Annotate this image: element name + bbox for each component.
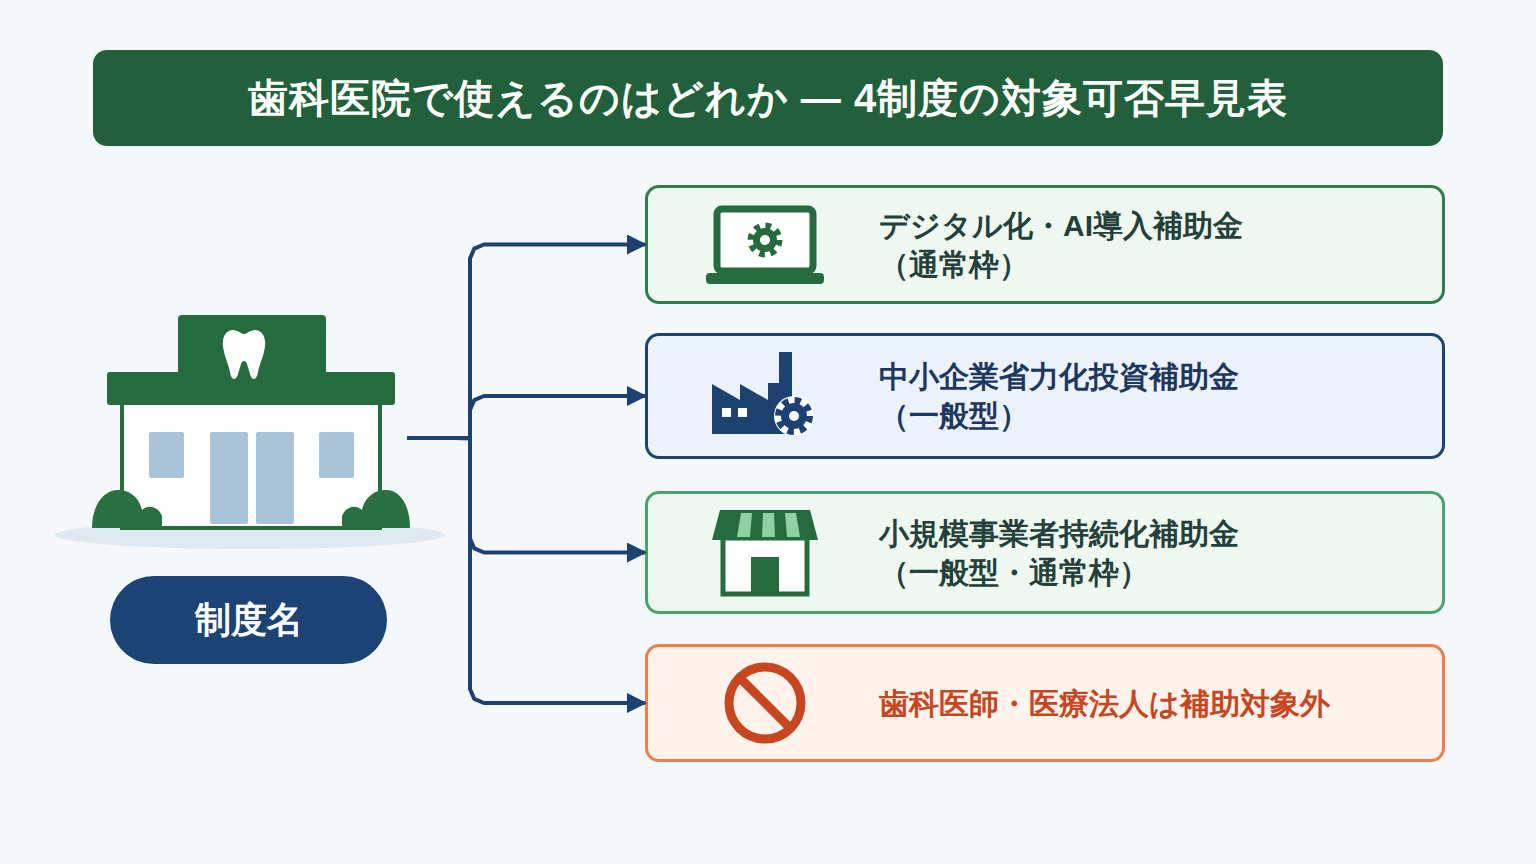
awning-stripes <box>737 513 800 537</box>
building-wall <box>122 400 380 528</box>
gear-hole <box>760 235 770 245</box>
store-body <box>723 538 807 594</box>
gear-hole <box>789 411 799 421</box>
factory-window <box>738 408 747 417</box>
branch-arrow <box>407 438 645 703</box>
prohibition-circle <box>729 667 801 739</box>
program-name: デジタル化・AI導入補助金 （通常枠） <box>879 206 1319 284</box>
program-name: 中小企業省力化投資補助金 （一般型） <box>879 357 1319 435</box>
connector-layer <box>407 245 645 704</box>
branch-arrow <box>407 245 645 439</box>
bush <box>92 490 162 528</box>
store-door <box>751 557 779 594</box>
factory-icon <box>712 352 814 436</box>
text-area: 小規模事業者持続化補助金 （一般型・通常枠） <box>879 494 1319 611</box>
category-label: 制度名 <box>195 597 303 644</box>
category-pill: 制度名 <box>110 576 387 664</box>
door <box>210 432 248 524</box>
building-roof-band <box>107 372 395 405</box>
program-box: 中小企業省力化投資補助金 （一般型） <box>645 333 1445 459</box>
text-area: 歯科医師・医療法人は補助対象外 <box>879 647 1419 759</box>
gear-body <box>753 228 777 252</box>
program-box: デジタル化・AI導入補助金 （通常枠） <box>645 185 1445 304</box>
door <box>256 432 294 524</box>
category-node: 制度名 <box>93 315 407 664</box>
store-awning <box>712 510 818 540</box>
gear-teeth <box>779 401 809 431</box>
text-area: デジタル化・AI導入補助金 （通常枠） <box>879 188 1319 301</box>
program-name: 小規模事業者持続化補助金 （一般型・通常枠） <box>879 514 1319 592</box>
branch-arrow <box>407 396 645 438</box>
clinic-illustration <box>55 315 445 549</box>
laptop-base <box>706 273 824 284</box>
title-band: 歯科医院で使えるのはどれか — 4制度の対象可否早見表 <box>93 50 1443 146</box>
factory-window <box>722 408 731 417</box>
laptop-icon <box>706 209 824 284</box>
program-name: 歯科医師・医療法人は補助対象外 <box>879 684 1330 723</box>
gear-outline <box>774 396 814 436</box>
gear-teeth <box>751 226 779 254</box>
window <box>149 432 184 478</box>
bush <box>342 490 410 528</box>
excluded-box: 歯科医師・医療法人は補助対象外 <box>645 644 1445 762</box>
gear-body <box>781 403 807 429</box>
window <box>319 432 354 478</box>
factory-building <box>712 352 792 434</box>
text-area: 中小企業省力化投資補助金 （一般型） <box>879 336 1319 456</box>
ground-shadow <box>55 521 445 549</box>
building-roof-top <box>178 315 326 377</box>
tooth-symbol <box>223 330 265 379</box>
laptop-screen <box>717 209 813 271</box>
store-icon <box>712 510 818 594</box>
prohibition-bar <box>740 678 790 728</box>
program-box: 小規模事業者持続化補助金 （一般型・通常枠） <box>645 491 1445 614</box>
diagram-title: 歯科医院で使えるのはどれか — 4制度の対象可否早見表 <box>248 71 1288 126</box>
branch-arrow <box>407 438 645 553</box>
prohibition-icon <box>729 667 801 739</box>
